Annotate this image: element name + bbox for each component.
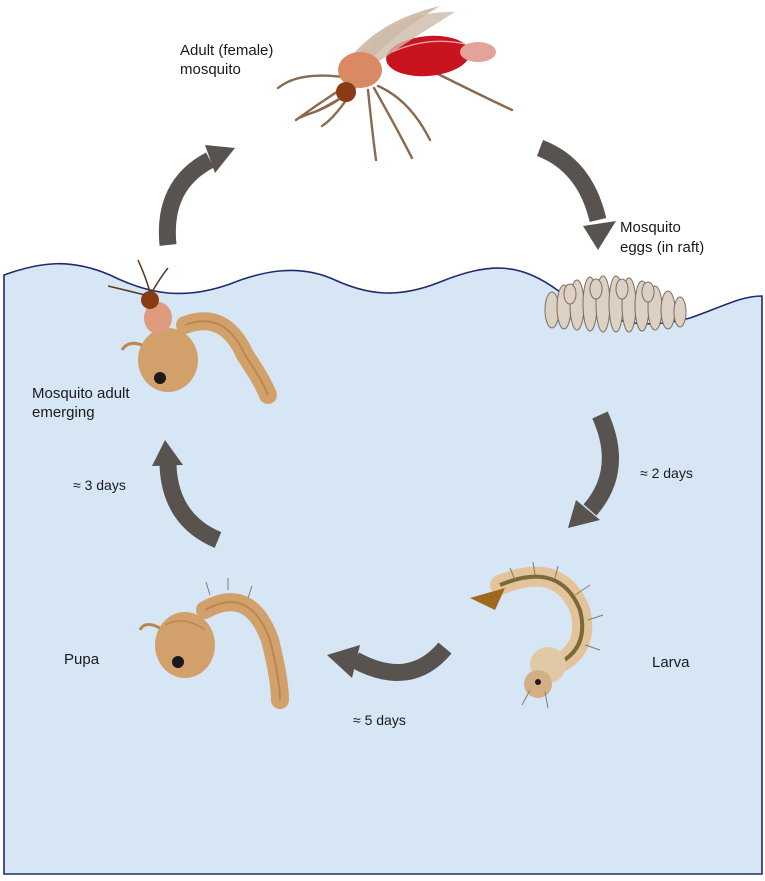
water-body bbox=[3, 262, 763, 875]
label-eggs-line2: eggs (in raft) bbox=[620, 239, 705, 256]
duration-pupa-to-adult: ≈ 3 days bbox=[73, 477, 126, 493]
label-adult-line1: Adult (female) bbox=[180, 42, 274, 59]
pupa-icon bbox=[138, 578, 289, 709]
larva-icon bbox=[470, 561, 604, 709]
label-adult-line2: mosquito bbox=[180, 61, 241, 78]
label-emerging-line1: Mosquito adult bbox=[32, 385, 130, 402]
cycle-arrow-icon bbox=[350, 642, 452, 681]
emerging-adult-icon bbox=[107, 259, 277, 404]
cycle-arrows bbox=[152, 140, 619, 681]
label-larva: Larva bbox=[652, 654, 690, 671]
label-eggs-line1: Mosquito bbox=[620, 219, 681, 236]
duration-larva-to-pupa: ≈ 5 days bbox=[353, 712, 406, 728]
label-emerging-line2: emerging bbox=[32, 404, 95, 421]
cycle-arrow-icon bbox=[158, 152, 215, 246]
cycle-arrow-icon bbox=[536, 140, 607, 223]
cycle-arrow-icon bbox=[159, 464, 222, 548]
adult-mosquito-icon bbox=[276, 6, 514, 162]
cycle-arrow-icon bbox=[583, 411, 619, 516]
egg-raft-icon bbox=[544, 275, 687, 333]
duration-eggs-to-larva: ≈ 2 days bbox=[640, 465, 693, 481]
label-pupa: Pupa bbox=[64, 651, 100, 668]
